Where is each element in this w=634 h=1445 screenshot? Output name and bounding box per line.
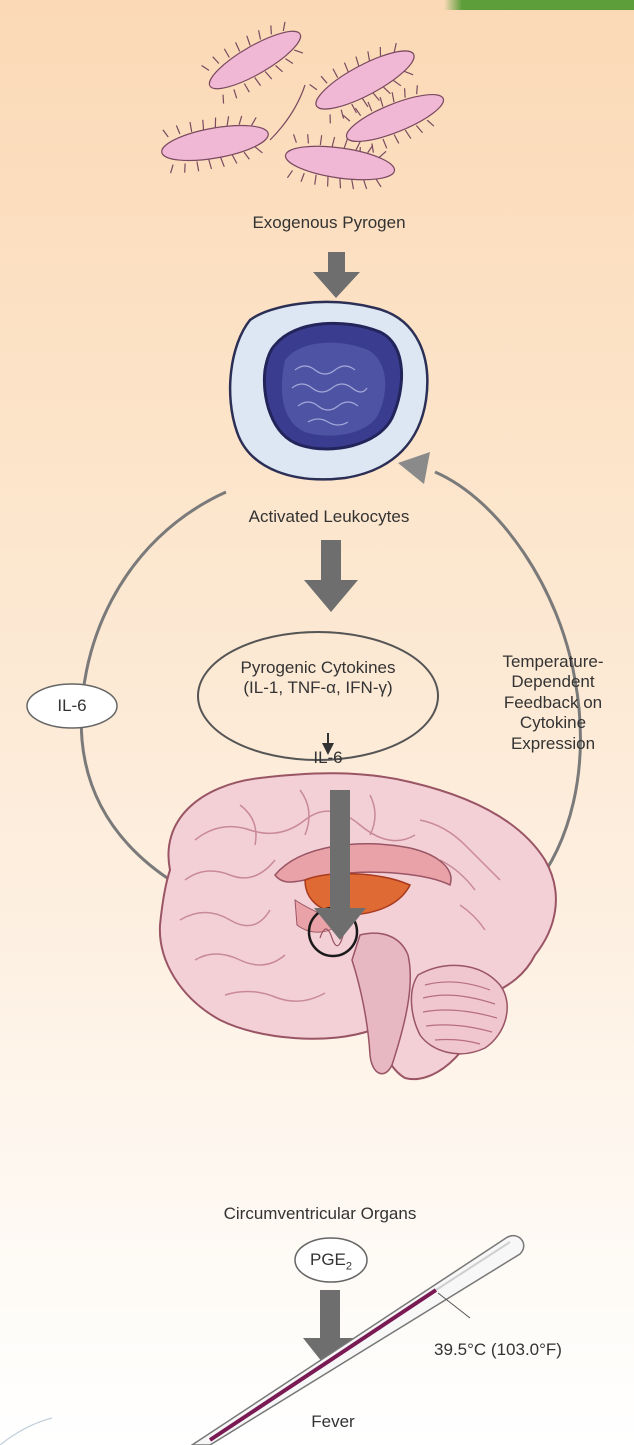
bacterium — [197, 12, 312, 107]
cytokines-list: (IL-1, TNF-α, IFN-γ) — [198, 678, 438, 698]
temperature-leader-line — [438, 1293, 470, 1318]
arrow-down — [304, 540, 358, 612]
feedback-loop-arrowhead — [398, 452, 430, 484]
il6-side-label: IL-6 — [42, 696, 102, 716]
bacterium — [282, 131, 398, 196]
feedback-line: Cytokine — [478, 713, 628, 733]
circumventricular-organs-label: Circumventricular Organs — [180, 1204, 460, 1224]
arrow-down — [313, 252, 360, 298]
feedback-text: Temperature- Dependent Feedback on Cytok… — [478, 652, 628, 754]
feedback-line: Feedback on — [478, 693, 628, 713]
cytokine-text: Pyrogenic Cytokines (IL-1, TNF-α, IFN-γ) — [198, 658, 438, 699]
cytokines-il6-label: IL-6 — [298, 748, 358, 768]
activated-leukocytes-label: Activated Leukocytes — [199, 507, 459, 527]
temperature-label: 39.5°C (103.0°F) — [408, 1340, 588, 1360]
fever-label: Fever — [298, 1412, 368, 1432]
feedback-line: Expression — [478, 734, 628, 754]
pge2-subscript: 2 — [346, 1260, 352, 1272]
bacteria-illustration — [157, 12, 452, 195]
pge2-label: PGE2 — [295, 1250, 367, 1274]
bacterium — [157, 109, 272, 177]
pge2-text: PGE — [310, 1250, 346, 1269]
exogenous-pyrogen-label: Exogenous Pyrogen — [209, 213, 449, 233]
brain-illustration — [160, 773, 556, 1079]
cerebellum — [411, 965, 507, 1053]
feedback-line: Temperature- — [478, 652, 628, 672]
feedback-line: Dependent — [478, 672, 628, 692]
leukocyte-illustration — [230, 302, 427, 479]
cytokines-title: Pyrogenic Cytokines — [198, 658, 438, 678]
